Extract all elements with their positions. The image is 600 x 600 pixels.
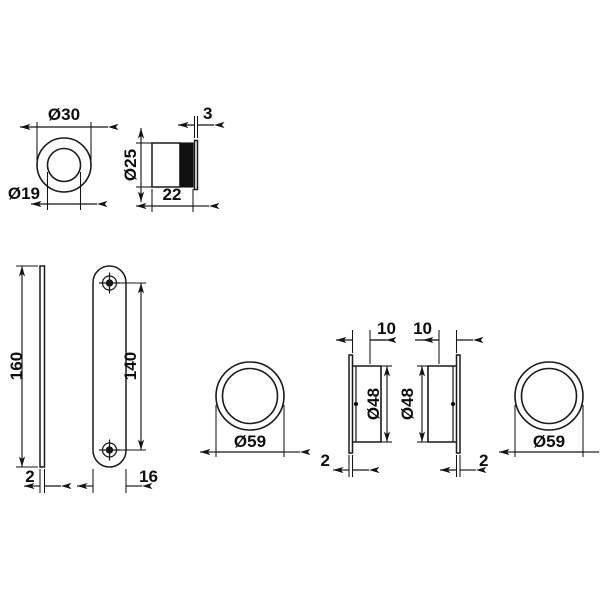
dim-label-10-right: 10 [413,319,432,338]
cup-left-body [351,365,382,443]
knob-body-rect [151,142,181,188]
dim-label-d59-left: Ø59 [234,432,266,451]
ring-left-inner-circle [221,367,279,425]
view-round-knob-front: Ø30 Ø19 [8,105,119,210]
dim-label-2-left: 2 [321,451,330,470]
dim-label-d19: Ø19 [8,184,40,203]
dim-label-3: 3 [203,104,212,123]
dim-label-160: 160 [7,352,26,380]
dim-label-d30: Ø30 [48,105,80,124]
knob-inner-circle [46,147,82,183]
dim-label-22: 22 [163,185,182,204]
dim-label-10-left: 10 [377,319,396,338]
dim-label-140: 140 [121,352,140,380]
ring-right-inner-circle [520,367,578,425]
ring-left-outer-circle [215,361,285,431]
dim-label-d48-right: Ø48 [398,388,417,420]
view-plate-edge: 160 2 [7,265,72,493]
dim-label-d25: Ø25 [121,149,140,181]
knob-front-flange [193,139,199,191]
view-plate-front: 140 16 [77,265,158,493]
dim-label-2-right: 2 [479,451,488,470]
view-ring-right: Ø59 [499,361,600,457]
knob-collar-solid [179,142,194,188]
plate-edge-rect [39,265,46,468]
view-round-knob-side: Ø25 22 3 [121,104,225,212]
dim-label-16: 16 [139,467,158,486]
dim-label-d59-right: Ø59 [533,432,565,451]
cup-right-body [427,365,458,443]
cup-left-flange [348,354,354,454]
plate-front-outline [92,265,127,468]
view-cup-right: 10 Ø48 2 [398,319,488,477]
cup-right-centre-mark [450,401,456,407]
view-ring-left: Ø59 [200,361,311,457]
cup-left-centre-mark [353,401,359,407]
dim-label-2a: 2 [25,467,34,486]
screw-hole-lower [98,439,121,461]
dim-label-d48-left: Ø48 [364,388,383,420]
screw-hole-upper [98,272,121,294]
view-cup-left: 10 Ø48 2 [321,319,397,477]
knob-outer-circle [36,137,92,193]
cup-right-flange [455,354,461,454]
ring-right-outer-circle [514,361,584,431]
